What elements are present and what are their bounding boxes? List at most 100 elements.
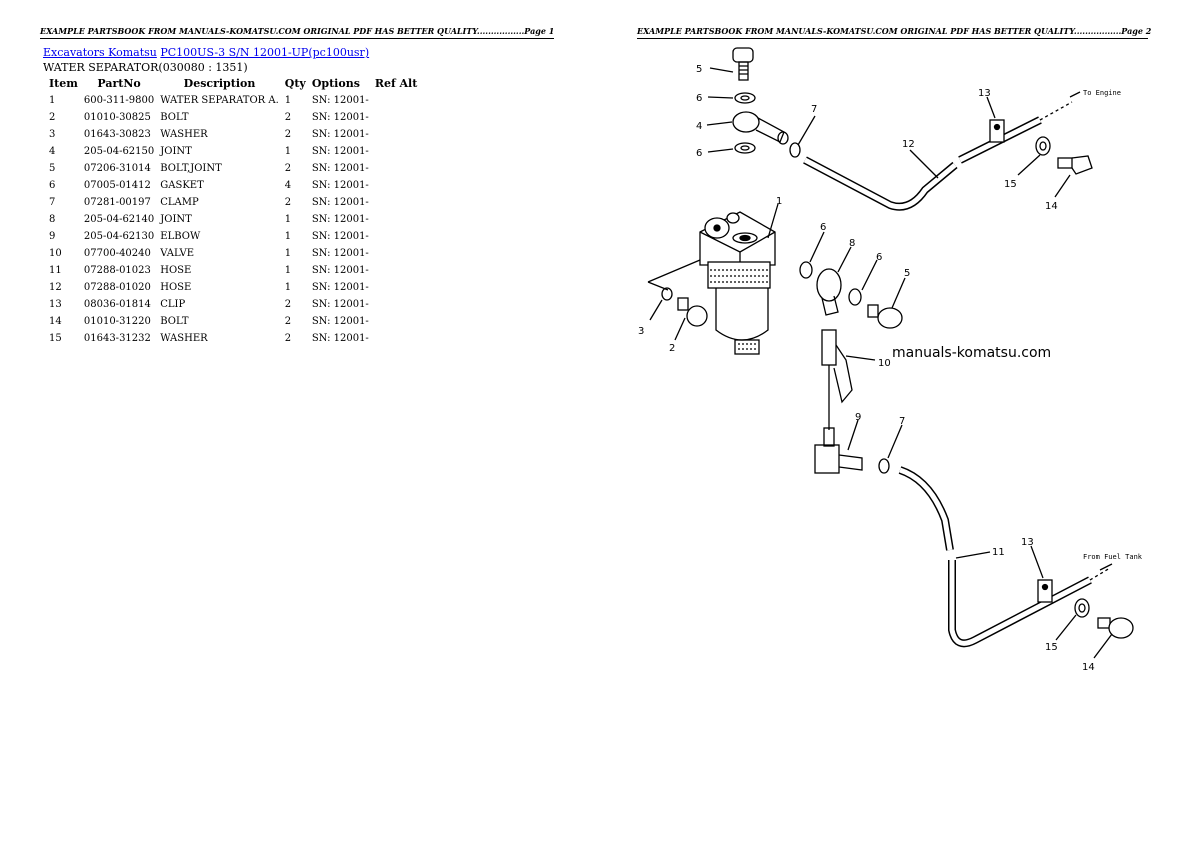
cell-description: JOINT — [160, 214, 192, 225]
callout-11: 11 — [992, 547, 1005, 558]
cell-part-number: 01643-31232 — [83, 333, 151, 344]
callout-12: 12 — [902, 139, 915, 150]
cell-options: SN: 12001- — [311, 231, 369, 242]
column-header-options: Options — [311, 77, 360, 90]
cell-options: SN: 12001- — [311, 316, 369, 327]
cell-description: HOSE — [160, 282, 192, 293]
callout-6: 6 — [820, 222, 826, 233]
cell-options: SN: 12001- — [311, 333, 369, 344]
cell-options: SN: 12001- — [311, 299, 369, 310]
cell-description: BOLT — [160, 316, 189, 327]
elbow-drawing — [814, 444, 840, 474]
page-1-header: EXAMPLE PARTSBOOK FROM MANUALS-KOMATSU.C… — [40, 26, 554, 39]
cell-options: SN: 12001- — [311, 248, 369, 259]
cell-description: GASKET — [160, 180, 204, 191]
breadcrumb-link-model[interactable]: PC100US-3 S/N 12001-UP(pc100usr) — [160, 46, 370, 59]
cell-quantity: 1 — [284, 248, 292, 259]
cell-item-number: 12 — [49, 282, 62, 293]
cell-part-number: 01010-31220 — [83, 316, 151, 327]
cell-description: VALVE — [160, 248, 195, 259]
table-row: 11 07288-01023 HOSE 1 SN: 12001- — [43, 262, 420, 279]
note-from-fuel-tank: From Fuel Tank — [1083, 553, 1143, 561]
callout-1: 1 — [776, 196, 782, 207]
cell-quantity: 1 — [284, 282, 292, 293]
cell-part-number: 205-04-62140 — [83, 214, 155, 225]
cell-quantity: 1 — [284, 214, 292, 225]
page-title: WATER SEPARATOR(030080 : 1351) — [43, 61, 248, 74]
cell-item-number: 11 — [49, 265, 62, 276]
cell-quantity: 1 — [284, 146, 292, 157]
table-header-row: Item PartNo Description Qty Options Ref … — [43, 77, 420, 92]
cell-item-number: 7 — [49, 197, 56, 208]
cell-description: JOINT — [160, 146, 192, 157]
callout-14: 14 — [1045, 201, 1058, 212]
callout-13: 13 — [978, 88, 991, 99]
column-header-partno: PartNo — [97, 77, 141, 90]
note-to-engine: To Engine — [1083, 89, 1121, 97]
cell-options: SN: 12001- — [311, 180, 369, 191]
cell-part-number: 07700-40240 — [83, 248, 151, 259]
callout-6: 6 — [696, 93, 702, 104]
cell-quantity: 2 — [284, 163, 292, 174]
cell-description: BOLT — [160, 112, 189, 123]
cell-quantity: 2 — [284, 333, 292, 344]
cell-quantity: 2 — [284, 299, 292, 310]
cell-quantity: 1 — [284, 265, 292, 276]
column-header-ref-alt: Ref Alt — [374, 77, 418, 90]
table-row: 9 205-04-62130 ELBOW 1 SN: 12001- — [43, 228, 420, 245]
cell-item-number: 1 — [49, 95, 56, 106]
callout-6: 6 — [696, 148, 702, 159]
valve-drawing — [821, 329, 837, 366]
cell-part-number: 01010-30825 — [83, 112, 151, 123]
cell-part-number: 07288-01023 — [83, 265, 151, 276]
cell-item-number: 9 — [49, 231, 56, 242]
parts-table: Item PartNo Description Qty Options Ref … — [43, 77, 420, 347]
callout-2: 2 — [669, 343, 675, 354]
breadcrumb-link-excavators[interactable]: Excavators Komatsu — [43, 46, 157, 59]
cell-item-number: 6 — [49, 180, 56, 191]
bolt-joint-top-drawing — [732, 47, 801, 158]
callout-10: 10 — [878, 358, 891, 369]
cell-quantity: 2 — [284, 129, 292, 140]
cell-description: ELBOW — [160, 231, 201, 242]
table-row: 2 01010-30825 BOLT 2 SN: 12001- — [43, 109, 420, 126]
cell-quantity: 2 — [284, 197, 292, 208]
cell-options: SN: 12001- — [311, 112, 369, 123]
cell-quantity: 2 — [284, 316, 292, 327]
cell-options: SN: 12001- — [311, 129, 369, 140]
cell-options: SN: 12001- — [311, 265, 369, 276]
cell-description: WATER SEPARATOR A. — [160, 95, 279, 106]
cell-description: WASHER — [160, 129, 208, 140]
cell-quantity: 1 — [284, 231, 292, 242]
column-header-description: Description — [183, 77, 256, 90]
callout-5: 5 — [696, 64, 702, 75]
callout-4: 4 — [696, 121, 702, 132]
cell-item-number: 4 — [49, 146, 56, 157]
cell-item-number: 13 — [49, 299, 62, 310]
cell-description: HOSE — [160, 265, 192, 276]
cell-options: SN: 12001- — [311, 282, 369, 293]
cell-item-number: 2 — [49, 112, 56, 123]
cell-description: BOLT,JOINT — [160, 163, 222, 174]
callout-7: 7 — [899, 416, 905, 427]
callout-6: 6 — [876, 252, 882, 263]
callout-labels: 5 6 4 6 7 13 12 15 14 1 6 8 6 5 3 2 10 9… — [638, 64, 1095, 673]
cell-item-number: 8 — [49, 214, 56, 225]
callout-15: 15 — [1045, 642, 1058, 653]
cell-part-number: 205-04-62130 — [83, 231, 155, 242]
cell-part-number: 07206-31014 — [83, 163, 151, 174]
cell-item-number: 5 — [49, 163, 56, 174]
cell-quantity: 2 — [284, 112, 292, 123]
callout-14: 14 — [1082, 662, 1095, 673]
